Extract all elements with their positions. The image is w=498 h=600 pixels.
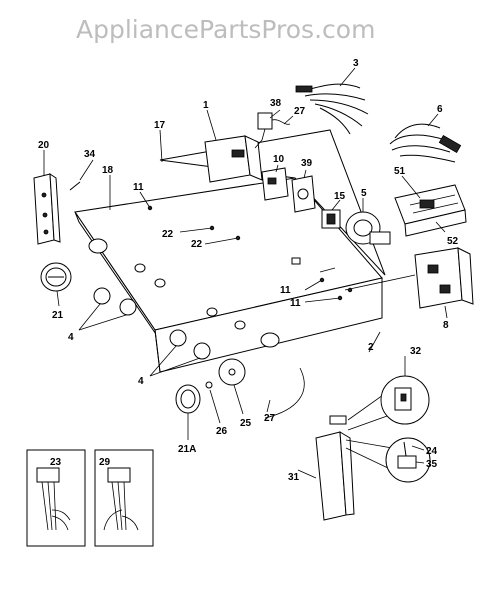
- label-52: 52: [447, 236, 459, 247]
- control-board-part-51[interactable]: [394, 184, 467, 237]
- bracket-part-31[interactable]: [315, 415, 355, 521]
- wire-harness-part-3[interactable]: [295, 83, 369, 135]
- label-2: 2: [368, 342, 374, 353]
- leader-lines: [43, 67, 448, 479]
- knob-part-21a[interactable]: [175, 384, 201, 414]
- switch-part-10[interactable]: [261, 167, 289, 201]
- switch-part-39[interactable]: [291, 175, 316, 213]
- label-20: 20: [38, 140, 50, 151]
- label-4b: 4: [138, 376, 144, 387]
- part-labels: 1 2 3 4 4 5 6 8 10 11 11 11 15 17 18 20 …: [38, 58, 459, 483]
- label-11c: 11: [290, 298, 301, 309]
- label-11b: 11: [280, 285, 291, 296]
- label-5: 5: [361, 188, 367, 199]
- knob-part-4[interactable]: [93, 287, 211, 360]
- label-34: 34: [84, 149, 96, 160]
- bracket-part-20[interactable]: [33, 173, 61, 245]
- switch-part-15[interactable]: [321, 209, 341, 229]
- detail-callout-32: [347, 375, 430, 431]
- label-27a: 27: [294, 106, 306, 117]
- washer-part-26[interactable]: [205, 381, 213, 389]
- label-22b: 22: [191, 239, 203, 250]
- label-32: 32: [410, 346, 422, 357]
- label-25: 25: [240, 418, 252, 429]
- label-27b: 27: [264, 413, 276, 424]
- label-23: 23: [50, 457, 62, 468]
- label-22a: 22: [162, 229, 174, 240]
- label-10: 10: [273, 154, 285, 165]
- screws: [147, 205, 353, 301]
- label-1: 1: [203, 100, 209, 111]
- label-15: 15: [334, 191, 346, 202]
- connector-inset-23[interactable]: [26, 449, 86, 547]
- pressure-switch-part-5[interactable]: [345, 211, 391, 245]
- screw-part-34[interactable]: [69, 181, 81, 191]
- label-29: 29: [99, 457, 111, 468]
- label-17: 17: [154, 120, 166, 131]
- label-4a: 4: [68, 332, 74, 343]
- wire-part-27-lower[interactable]: [264, 367, 305, 419]
- knob-part-21[interactable]: [40, 262, 72, 292]
- connector-part-38[interactable]: [254, 112, 291, 149]
- label-24: 24: [426, 446, 438, 457]
- label-26: 26: [216, 426, 228, 437]
- module-part-8[interactable]: [344, 247, 474, 309]
- dial-part-25[interactable]: [218, 358, 246, 386]
- label-21a: 21A: [178, 444, 196, 455]
- label-11a: 11: [133, 182, 144, 193]
- label-51: 51: [394, 166, 406, 177]
- connector-inset-29[interactable]: [94, 449, 154, 547]
- timer-part[interactable]: [204, 135, 263, 183]
- label-21: 21: [52, 310, 64, 321]
- detail-callout-24-35: [345, 437, 431, 483]
- label-39: 39: [301, 158, 313, 169]
- label-6: 6: [437, 104, 443, 115]
- label-38: 38: [270, 98, 282, 109]
- wire-harness-part-6[interactable]: [389, 123, 462, 163]
- label-8: 8: [443, 320, 449, 331]
- label-3: 3: [353, 58, 359, 69]
- watermark-text: AppliancePartsPros.com: [76, 15, 375, 44]
- label-18: 18: [102, 165, 114, 176]
- label-35: 35: [426, 459, 438, 470]
- label-31: 31: [288, 472, 300, 483]
